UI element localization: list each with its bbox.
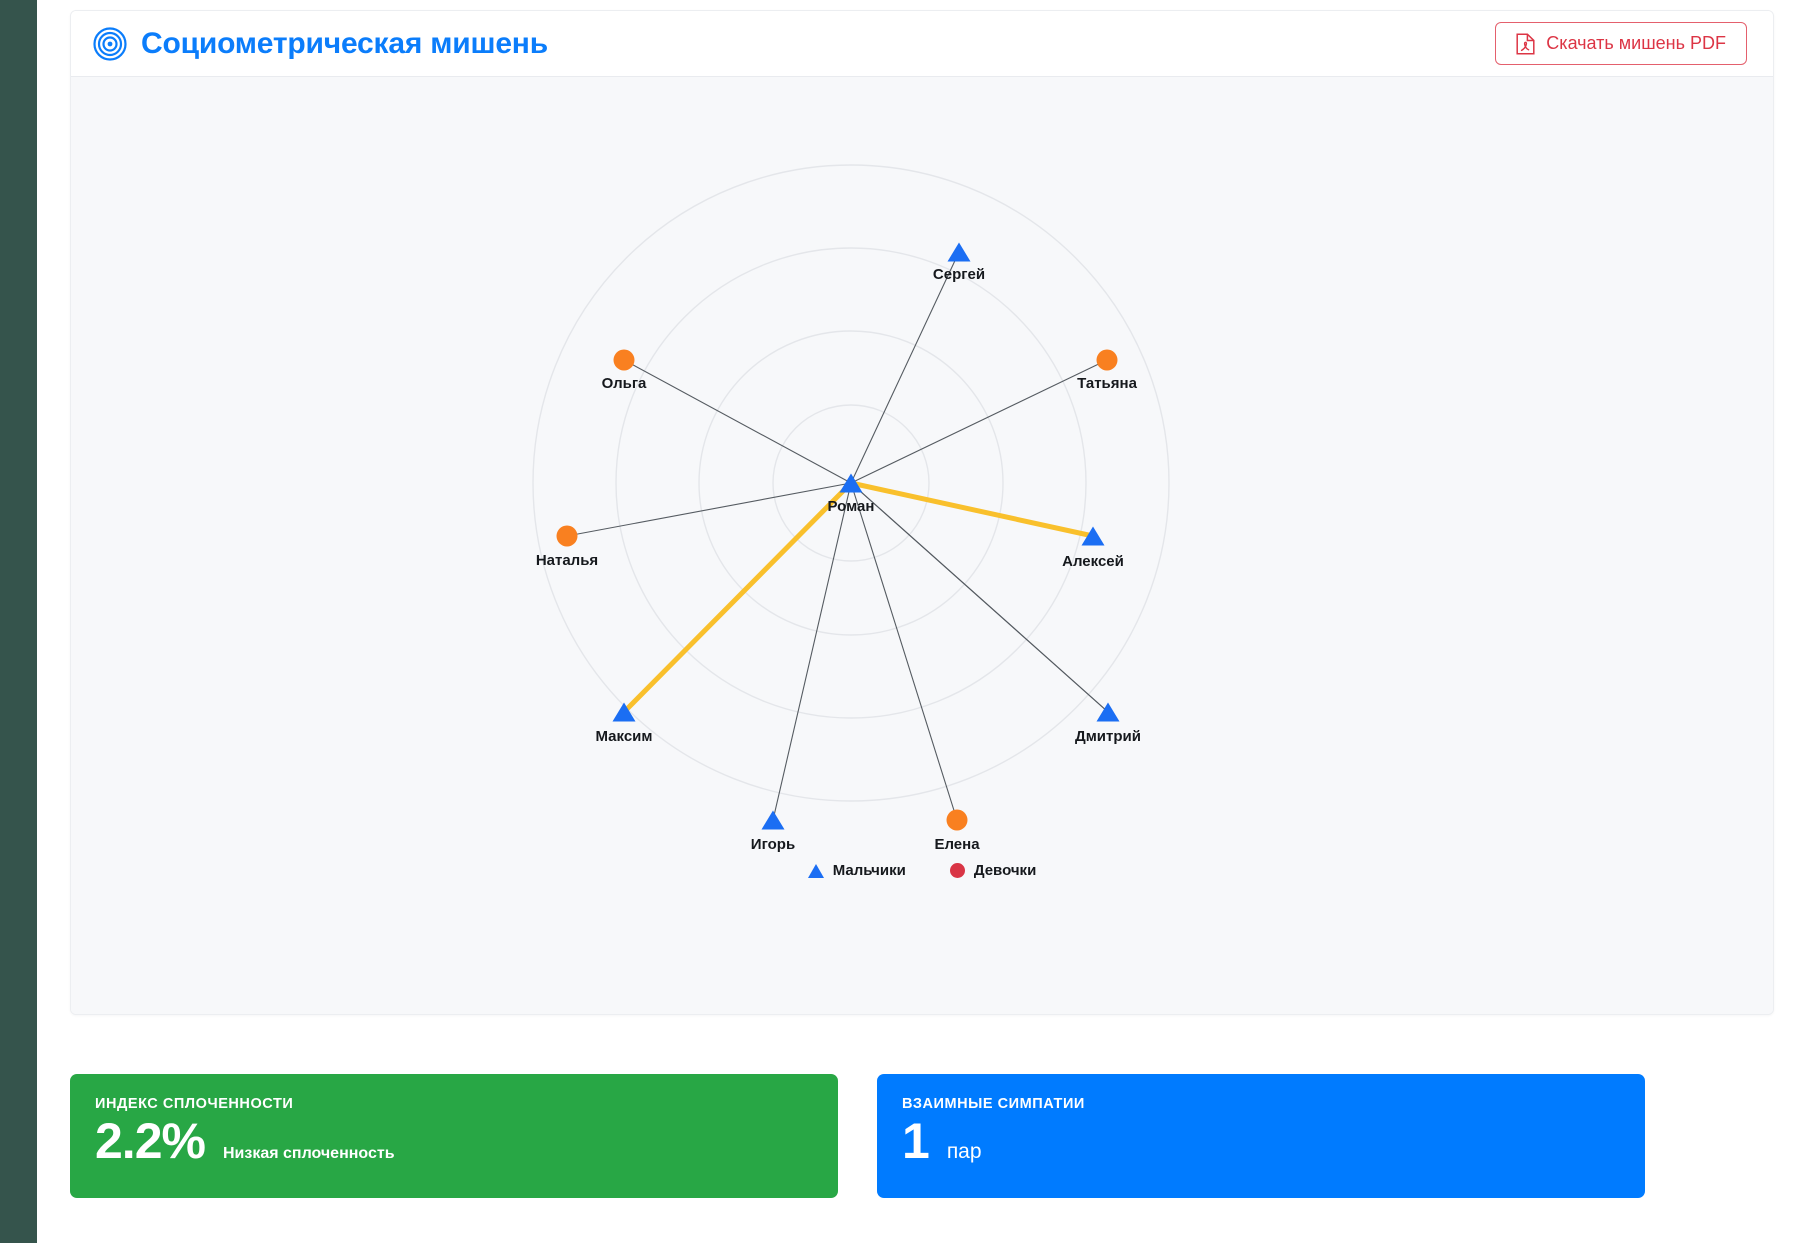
node-circle-marker[interactable] [556,525,578,547]
page-title: Социометрическая мишень [141,26,548,60]
node-label: Максим [596,728,653,745]
node-label: Татьяна [1077,375,1138,392]
node-triangle-marker[interactable] [612,702,636,722]
card-header: Социометрическая мишень Скачать мишень P… [71,11,1773,77]
mutual-caption: ВЗАИМНЫЕ СИМПАТИИ [902,1096,1085,1112]
node-triangle-marker[interactable] [947,242,971,262]
cohesion-value: 2.2% [95,1113,206,1169]
mutual-unit: пар [946,1140,982,1163]
node-triangle-marker[interactable] [761,810,785,830]
target-icon [93,26,127,61]
sociogram-node[interactable]: Максим [596,702,653,746]
node-circle-marker[interactable] [613,349,635,371]
edge-choice [566,482,852,537]
stats-row: ИНДЕКС СПЛОЧЕННОСТИ 2.2% Низкая сплоченн… [70,1074,1774,1198]
sociogram-node[interactable]: Роман [828,473,875,516]
mutual-sympathies-card: ВЗАИМНЫЕ СИМПАТИИ 1 пар [877,1074,1645,1198]
node-label: Роман [828,498,875,515]
node-circle-marker[interactable] [946,809,968,831]
sociogram-node[interactable]: Татьяна [1077,349,1138,393]
target-ring-4 [532,164,1170,802]
node-label: Алексей [1062,553,1124,570]
mutual-value: 1 [902,1113,930,1169]
download-pdf-button[interactable]: Скачать мишень PDF [1495,22,1747,65]
target-ring-2 [698,330,1004,636]
sociogram-node[interactable]: Сергей [933,242,985,284]
pdf-file-icon [1516,32,1535,55]
target-rings [532,164,1170,802]
edge-choice [850,482,958,821]
edge-mutual [848,480,1096,539]
cohesion-description: Низкая сплоченность [222,1145,395,1162]
edge-choice [850,482,1109,713]
node-label: Дмитрий [1075,728,1141,745]
node-label: Сергей [933,266,985,283]
node-triangle-marker[interactable] [839,473,863,493]
sociogram-node[interactable]: Алексей [1062,526,1124,571]
sociogram-node[interactable]: Игорь [751,810,795,854]
cohesion-index-card: ИНДЕКС СПЛОЧЕННОСТИ 2.2% Низкая сплоченн… [70,1074,838,1198]
sociogram-node[interactable]: Наталья [536,525,598,570]
sociogram-edges [566,251,1109,821]
download-pdf-label: Скачать мишень PDF [1546,33,1726,53]
node-triangle-marker[interactable] [1081,526,1105,546]
content-area: Социометрическая мишень Скачать мишень P… [37,0,1814,1243]
node-label: Елена [934,836,980,853]
node-label: Наталья [536,552,598,569]
sociogram-node[interactable]: Ольга [602,349,647,393]
node-label: Ольга [602,375,647,392]
target-ring-3 [615,247,1087,719]
cohesion-caption: ИНДЕКС СПЛОЧЕННОСТИ [95,1096,294,1112]
sociogram-node[interactable]: Дмитрий [1075,702,1141,746]
node-triangle-marker[interactable] [1096,702,1120,722]
node-circle-marker[interactable] [1096,349,1118,371]
node-label: Игорь [751,836,795,853]
app-sidebar [0,0,37,1243]
sociogram-node[interactable]: Елена [934,809,980,854]
edge-choice [623,359,852,484]
edge-mutual [621,480,854,715]
target-ring-1 [772,404,930,562]
sociometric-target-card: Социометрическая мишень Скачать мишень P… [70,10,1774,1015]
edge-choice [850,251,960,484]
edge-choice [850,359,1108,484]
edge-choice [772,482,852,821]
